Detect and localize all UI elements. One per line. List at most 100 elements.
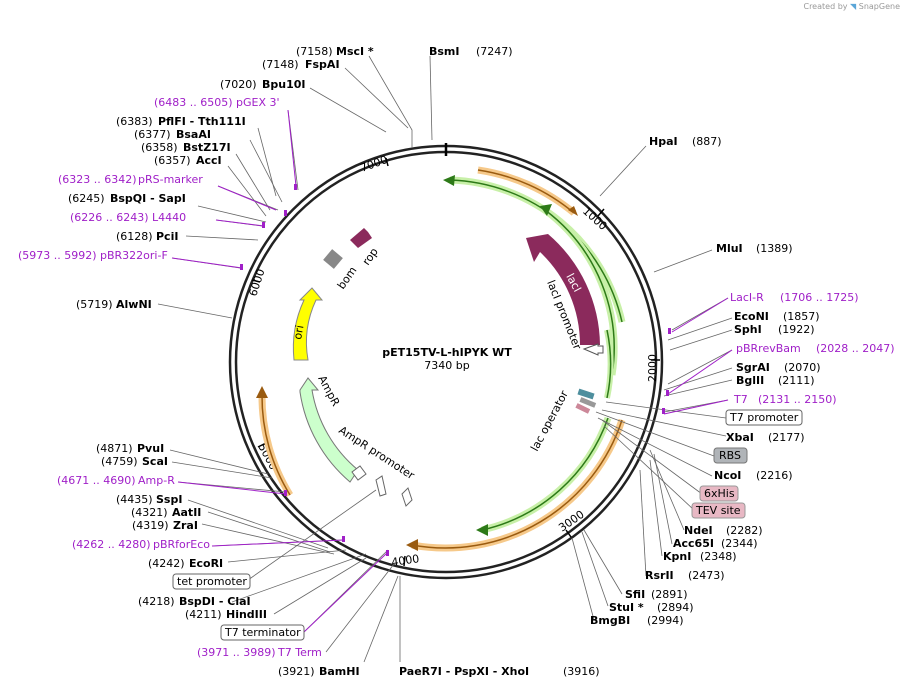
site-name: BspDI - ClaI (179, 595, 251, 608)
tev-site-box[interactable] (691, 502, 746, 519)
site-pos: (7148) (262, 58, 299, 71)
primer-name: pBR322ori-F (100, 249, 168, 262)
site-name: BmgBI (590, 614, 630, 627)
site-name: HpaI (649, 135, 678, 148)
site-name: EcoRI (189, 557, 223, 570)
primer-pos: (6226 .. 6243) (70, 211, 149, 224)
rbs-feature[interactable] (579, 397, 597, 408)
site-name: Acc65I (673, 537, 714, 550)
tick-label-7000: 7000 (359, 153, 390, 175)
lac-operator-feature[interactable] (577, 388, 595, 400)
tick-label-2000: 2000 (646, 354, 659, 382)
primer-name: pBRforEco (153, 538, 210, 551)
site-pos: (3916) (563, 665, 600, 678)
orf-arrowhead-green-1 (443, 175, 455, 186)
his-tag-feature[interactable] (575, 403, 591, 414)
site-pos: (6377) (134, 128, 171, 141)
orf-arrowhead-orange-3 (256, 386, 268, 398)
site-pos: (4871) (96, 442, 133, 455)
lacI-promoter-arrow[interactable] (582, 343, 604, 356)
site-name: XbaI (726, 431, 754, 444)
site-name: BsaAI (176, 128, 211, 141)
tet-promoter-arrow[interactable] (375, 475, 387, 497)
site-pos: (7020) (220, 78, 257, 91)
site-pos: (2473) (688, 569, 725, 582)
site-name: SspI (156, 493, 182, 506)
site-name: EcoNI (734, 310, 769, 323)
orf-arc-orange-1-core (477, 169, 575, 214)
scale-ticks (251, 157, 660, 567)
site-name: SgrAI (736, 361, 770, 374)
primer-pos: (5973 .. 5992) (18, 249, 97, 262)
right-site-labels: HpaI (887) MluI (1389) LacI-R (1706 .. 1… (590, 135, 895, 627)
tet-promoter-box[interactable] (172, 573, 251, 590)
site-pos: (6357) (154, 154, 191, 167)
rbs-box[interactable] (713, 447, 748, 464)
site-pos: (2070) (784, 361, 821, 374)
primer-name: pRS-marker (138, 173, 203, 186)
site-pos: (2111) (778, 374, 815, 387)
ampR-label: AmpR (315, 373, 342, 408)
site-pos: (6383) (116, 115, 153, 128)
orf-arc-green-4-core (481, 417, 609, 531)
site-pos: (6245) (68, 192, 105, 205)
plasmid-size: 7340 bp (424, 359, 469, 372)
site-pos: (4242) (148, 557, 185, 570)
site-name: RsrII (645, 569, 674, 582)
t7-terminator-box[interactable] (220, 624, 305, 641)
orf-arc-green-2-core (544, 209, 615, 376)
primer-name: T7 (733, 393, 748, 406)
orf-arc-orange-2-core (411, 419, 623, 549)
lacI-feature[interactable] (526, 234, 600, 345)
site-pos: (4321) (131, 506, 168, 519)
site-name: PflFI - Tth111I (158, 115, 246, 128)
tick-label-4000: 4000 (391, 552, 421, 569)
his-tag-box[interactable] (699, 485, 739, 502)
site-name: ZraI (173, 519, 198, 532)
primer-name: L4440 (152, 211, 186, 224)
site-name: MscI * (336, 45, 374, 58)
site-name: ScaI (142, 455, 168, 468)
orf-arrowhead-green-4 (476, 524, 488, 536)
site-pos: (2894) (657, 601, 694, 614)
site-name: BglII (736, 374, 764, 387)
primer-pos: (4262 .. 4280) (72, 538, 151, 551)
primer-pos: (3971 .. 3989) (197, 646, 276, 659)
site-pos: (3921) (278, 665, 315, 678)
site-pos: (4319) (132, 519, 169, 532)
primer-ticks (240, 184, 671, 556)
site-pos: (1389) (756, 242, 793, 255)
site-name: PaeR7I - PspXI - XhoI (399, 665, 529, 678)
primer-name: Amp-R (138, 474, 175, 487)
bom-feature[interactable] (323, 249, 343, 269)
site-pos: (6128) (116, 230, 153, 243)
primer-pos: (4671 .. 4690) (57, 474, 136, 487)
tick-label-1000: 1000 (580, 205, 610, 233)
site-name: NcoI (714, 469, 741, 482)
site-name: AccI (196, 154, 222, 167)
t7-promoter-box[interactable] (725, 409, 803, 426)
orf-arc-orange-2 (411, 418, 626, 552)
primer-pos: (6323 .. 6342) (58, 173, 137, 186)
site-name: AlwNI (116, 298, 152, 311)
site-pos: (6358) (141, 141, 178, 154)
t7-promoter-label: T7 promoter (729, 411, 799, 424)
rop-feature[interactable] (350, 228, 372, 248)
primer-pos: (2028 .. 2047) (816, 342, 895, 355)
lac-operator-label: lac operator (528, 388, 571, 453)
t7-terminator-arrow[interactable] (401, 487, 413, 507)
ampR-promoter-arrow[interactable] (351, 465, 367, 481)
site-pos: (2994) (647, 614, 684, 627)
site-name: Bpu10I (262, 78, 306, 91)
site-pos: (887) (692, 135, 722, 148)
primer-pos: (2131 .. 2150) (758, 393, 837, 406)
site-name: HindIII (226, 608, 267, 621)
site-name: BsmI (429, 45, 460, 58)
orf-arrowhead-orange-1 (568, 206, 578, 216)
his-tag-label: 6xHis (704, 487, 735, 500)
site-pos: (1857) (783, 310, 820, 323)
site-pos: (4211) (185, 608, 222, 621)
ori-feature[interactable] (292, 287, 324, 361)
primer-pos: (1706 .. 1725) (780, 291, 859, 304)
